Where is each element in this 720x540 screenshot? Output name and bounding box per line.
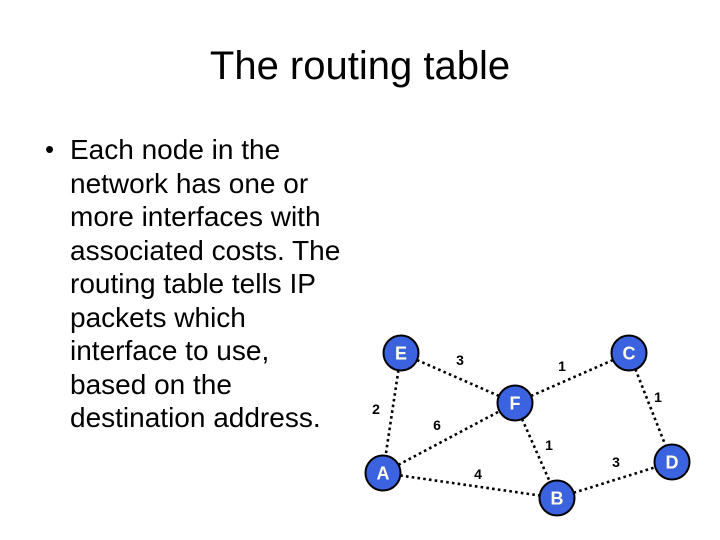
edge-E-A xyxy=(381,352,403,474)
node-label-F: F xyxy=(510,394,521,414)
bullet-text: Each node in the network has one or more… xyxy=(70,133,362,435)
bullet-line: associated costs. The xyxy=(70,234,341,266)
node-F xyxy=(496,384,534,422)
node-B xyxy=(538,479,576,517)
edge-F-C xyxy=(514,351,630,405)
bullet-line: destination address. xyxy=(70,402,321,433)
node-label-A: A xyxy=(377,464,390,484)
bullet-line: interface to use, xyxy=(70,335,270,366)
node-label-E: E xyxy=(395,344,407,364)
edge-weight-E-A: 2 xyxy=(372,401,380,417)
node-label-D: D xyxy=(666,453,679,473)
edge-A-B xyxy=(382,471,558,500)
bullet-line: more interfaces with xyxy=(70,201,321,232)
node-label-B: B xyxy=(551,489,564,509)
edge-A-F xyxy=(382,401,516,475)
edge-weight-B-D: 3 xyxy=(612,454,620,470)
bullet-line: routing table tells IP xyxy=(70,268,316,299)
slide-title: The routing table xyxy=(209,44,511,88)
edge-weight-E-F: 3 xyxy=(456,352,464,368)
edge-weight-A-B: 4 xyxy=(474,466,482,482)
node-A xyxy=(364,454,402,492)
bullet-line: network has one or xyxy=(70,167,309,199)
edge-C-D xyxy=(627,352,674,463)
bullet-line: based on the xyxy=(70,368,232,400)
edge-B-D xyxy=(556,460,673,500)
edge-weight-A-F: 6 xyxy=(433,417,441,433)
bullet-marker: • xyxy=(45,134,55,164)
node-label-C: C xyxy=(623,344,636,364)
bullet-line: Each node in the xyxy=(70,134,281,165)
bullet-line: packets which xyxy=(70,301,246,333)
node-C xyxy=(610,334,648,372)
node-E xyxy=(382,334,420,372)
edge-weight-F-C: 1 xyxy=(558,358,566,374)
bullet-list: • Each node in the network has one or mo… xyxy=(42,133,362,435)
edge-weight-F-B: 1 xyxy=(545,437,553,453)
edge-weight-C-D: 1 xyxy=(654,389,662,405)
node-D xyxy=(653,443,691,481)
